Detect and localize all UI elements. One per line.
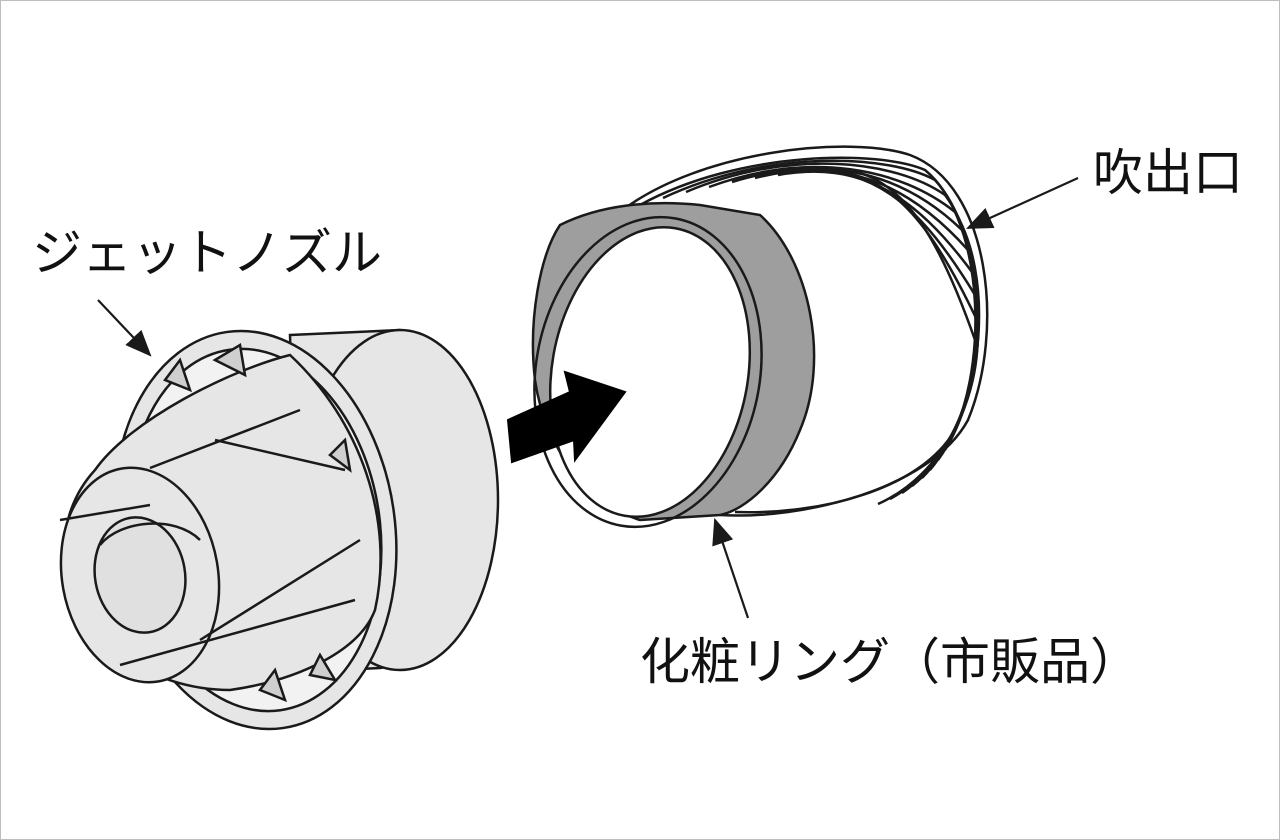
leader-decorative-ring [712,517,750,619]
leader-outlet [965,176,1079,230]
leader-jet-nozzle [97,299,152,357]
label-jet-nozzle: ジェットノズル [32,224,382,282]
jet-nozzle [59,328,500,731]
insertion-arrow-icon [506,370,627,464]
label-outlet: 吹出口 [1093,144,1243,202]
decorative-ring [531,201,816,529]
leader-lines [97,176,1079,619]
label-decorative-ring: 化粧リング（市販品） [640,633,1140,691]
